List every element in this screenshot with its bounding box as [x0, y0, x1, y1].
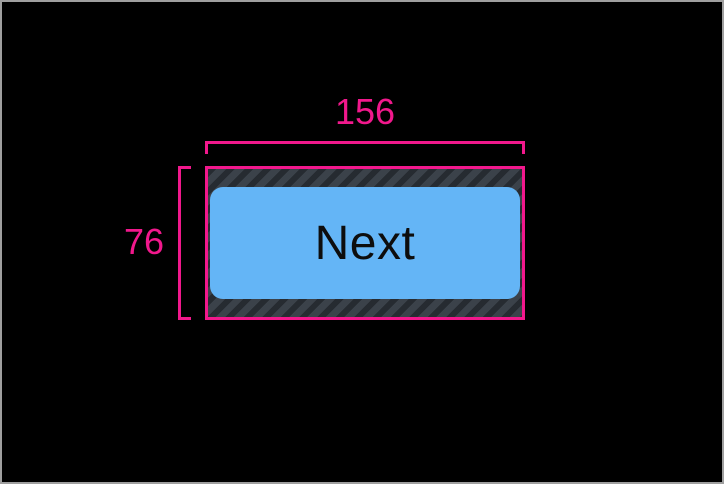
height-dimension-label: 76: [123, 221, 164, 262]
next-button[interactable]: Next: [210, 187, 520, 299]
next-button-label: Next: [314, 216, 416, 270]
measured-widget-bounds: Next: [205, 166, 525, 320]
width-dimension-bracket: [205, 141, 525, 154]
width-dimension-label: 156: [334, 91, 396, 132]
height-dimension-bracket: [178, 166, 191, 320]
